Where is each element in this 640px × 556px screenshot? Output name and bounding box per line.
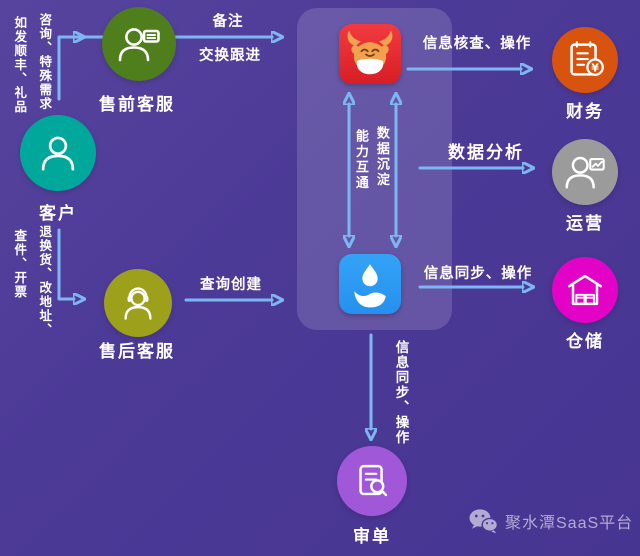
wechat-icon bbox=[469, 509, 498, 534]
node-customer bbox=[20, 115, 96, 191]
edge-label-exchange-followup: 交换跟进 bbox=[199, 48, 261, 64]
waterdrop-app-icon bbox=[354, 264, 386, 308]
edge-label-query-create: 查询创建 bbox=[200, 277, 262, 293]
doc-search-icon bbox=[359, 464, 388, 497]
edge-label-capability-sync: 能力互通 bbox=[353, 129, 369, 191]
watermark: 聚水潭SaaS平台 bbox=[468, 508, 633, 534]
node-aftersales-label: 售后客服 bbox=[99, 342, 175, 361]
node-presales bbox=[102, 7, 176, 81]
node-aftersales bbox=[104, 269, 172, 337]
arrow-customer-to-aftersales bbox=[57, 228, 74, 299]
edge-label-info-check-operate: 信息核查、操作 bbox=[422, 36, 532, 52]
node-review bbox=[337, 446, 407, 516]
edge-label-sf-gift: 如发顺丰、礼品 bbox=[12, 16, 27, 114]
node-warehouse-label: 仓储 bbox=[566, 332, 604, 351]
node-customer-label: 客户 bbox=[39, 204, 77, 223]
node-finance-label: 财务 bbox=[566, 102, 604, 121]
node-operations bbox=[552, 139, 618, 205]
edge-label-consult-special-needs: 咨询、特殊需求 bbox=[37, 13, 52, 111]
agent-headset-icon bbox=[124, 287, 152, 320]
node-presales-label: 售前客服 bbox=[99, 95, 175, 114]
warehouse-boxes-icon bbox=[567, 274, 603, 306]
edge-label-data-deposit: 数据沉淀 bbox=[374, 126, 390, 188]
invoice-yen-icon: ¥ bbox=[570, 41, 604, 77]
qianniu-app-tile bbox=[339, 24, 401, 84]
ox-app-icon bbox=[347, 30, 393, 75]
agent-chat-icon bbox=[118, 28, 160, 62]
node-review-label: 审单 bbox=[353, 527, 391, 546]
edge-label-return-address: 退换货、改地址、 bbox=[37, 225, 52, 337]
jushuitan-app-tile bbox=[339, 254, 401, 314]
yen-symbol: ¥ bbox=[591, 62, 599, 75]
node-finance: ¥ bbox=[552, 27, 618, 93]
edge-label-track-invoice: 查件、开票 bbox=[12, 229, 27, 299]
edge-label-remark: 备注 bbox=[212, 14, 244, 30]
person-chart-icon bbox=[565, 156, 605, 189]
node-warehouse bbox=[552, 257, 618, 323]
edge-label-info-sync-operate-review: 信息同步、操作 bbox=[393, 340, 409, 445]
node-operations-label: 运营 bbox=[566, 214, 604, 233]
edge-label-data-analysis: 数据分析 bbox=[448, 143, 524, 162]
watermark-text: 聚水潭SaaS平台 bbox=[505, 515, 634, 532]
edge-label-info-sync-operate: 信息同步、操作 bbox=[423, 266, 533, 282]
person-icon bbox=[41, 136, 75, 171]
